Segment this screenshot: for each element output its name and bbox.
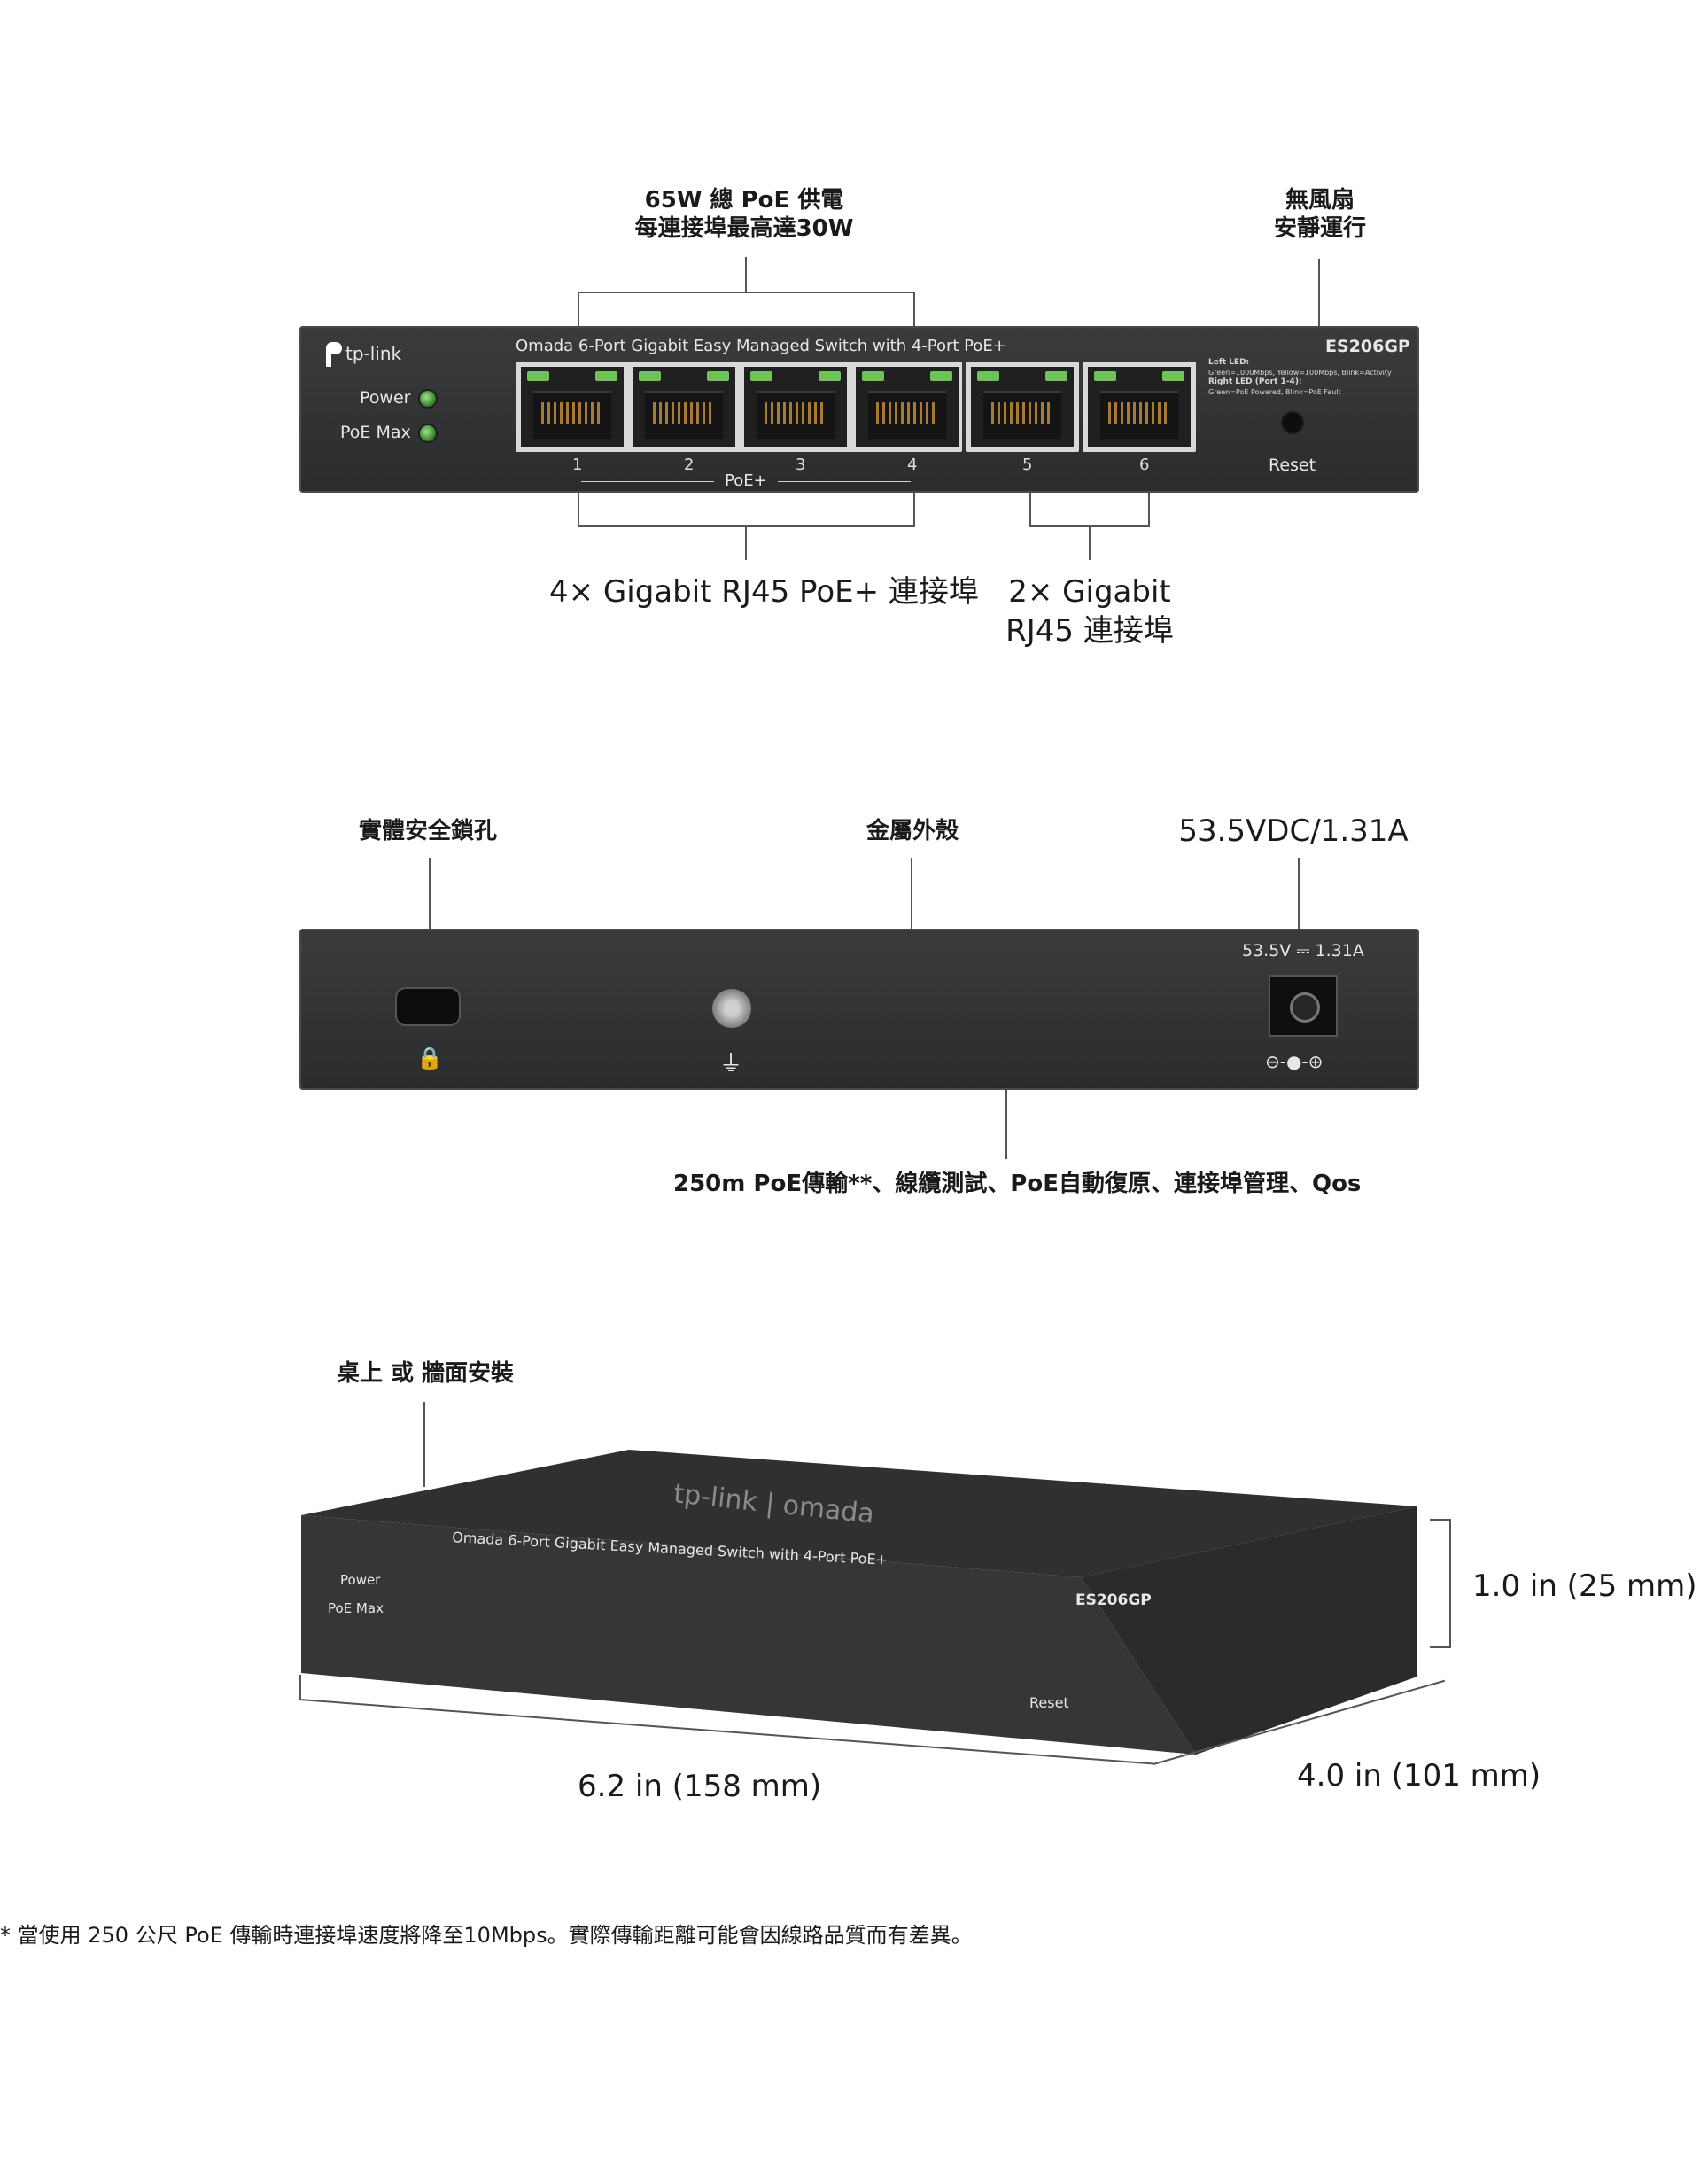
poemax-label: PoE Max bbox=[340, 423, 411, 442]
poe-group-line-left bbox=[581, 481, 714, 482]
port-number-3: 3 bbox=[796, 455, 806, 474]
gigabit-ports-line1: 2× Gigabit bbox=[1008, 574, 1171, 610]
metal-case-leader bbox=[911, 858, 912, 929]
metal-case-callout: 金屬外殼 bbox=[866, 818, 959, 844]
poe-budget-bracket-top bbox=[578, 292, 914, 293]
power-input-callout: 53.5VDC/1.31A bbox=[1178, 813, 1409, 849]
port-number-2: 2 bbox=[684, 455, 695, 474]
mounting-leader bbox=[423, 1402, 425, 1487]
poemax-led bbox=[418, 424, 438, 443]
fanless-line2: 安靜運行 bbox=[1273, 215, 1366, 242]
tp-link-logo-icon bbox=[319, 340, 342, 367]
poe-budget-line1: 65W 總 PoE 供電 bbox=[644, 187, 844, 214]
port-6[interactable] bbox=[1088, 367, 1191, 447]
port-2[interactable] bbox=[633, 367, 735, 447]
poe-ports-leader bbox=[745, 526, 747, 560]
reset-label-3d: Reset bbox=[1029, 1694, 1069, 1711]
switch-top-face bbox=[301, 1450, 1417, 1577]
port-5[interactable] bbox=[971, 367, 1074, 447]
poe-ports-bracket-left bbox=[578, 493, 579, 526]
gigabit-ports-bracket-left bbox=[1029, 493, 1031, 526]
dc-power-jack[interactable] bbox=[1269, 975, 1338, 1037]
switch-front-panel: tp-link Power PoE Max Omada 6-Port Gigab… bbox=[299, 326, 1419, 493]
port-4[interactable] bbox=[856, 367, 959, 447]
poe-ports-callout: 4× Gigabit RJ45 PoE+ 連接埠 bbox=[549, 572, 979, 611]
poe-group-line-right bbox=[778, 481, 911, 482]
mounting-callout: 桌上 或 牆面安裝 bbox=[336, 1360, 515, 1387]
led-legend-left-title: Left LED: bbox=[1208, 358, 1250, 367]
poe-budget-bracket-left bbox=[578, 292, 579, 336]
poe-budget-leader bbox=[745, 257, 747, 292]
lock-icon: 🔒 bbox=[416, 1046, 443, 1070]
gigabit-ports-callout: 2× Gigabit RJ45 連接埠 bbox=[983, 572, 1196, 650]
gigabit-ports-line2: RJ45 連接埠 bbox=[1005, 613, 1174, 649]
product-title: Omada 6-Port Gigabit Easy Managed Switch… bbox=[516, 337, 1006, 355]
reset-label: Reset bbox=[1269, 455, 1316, 475]
power-led bbox=[418, 389, 438, 409]
model-label-3d: ES206GP bbox=[1075, 1591, 1152, 1609]
kensington-lock-slot[interactable] bbox=[395, 987, 461, 1026]
fanless-leader bbox=[1318, 259, 1320, 331]
tp-link-logo: tp-link bbox=[319, 340, 401, 367]
lock-slot-leader bbox=[429, 858, 431, 982]
model-label: ES206GP bbox=[1325, 337, 1410, 356]
gigabit-ports-bracket-right bbox=[1148, 493, 1150, 526]
poe-budget-callout: 65W 總 PoE 供電 每連接埠最高達30W bbox=[585, 186, 904, 243]
port-number-1: 1 bbox=[572, 455, 583, 474]
poe-budget-line2: 每連接埠最高達30W bbox=[634, 215, 854, 242]
port-5-frame bbox=[966, 362, 1079, 452]
features-callout: 250m PoE傳輸**、線纜測試、PoE自動復原、連接埠管理、Qos bbox=[673, 1171, 1362, 1197]
port-number-6: 6 bbox=[1139, 455, 1150, 474]
depth-dimension: 4.0 in (101 mm) bbox=[1297, 1758, 1541, 1794]
width-dim-left bbox=[299, 1675, 301, 1700]
lock-slot-callout: 實體安全鎖孔 bbox=[358, 818, 497, 844]
features-leader bbox=[1005, 1090, 1007, 1159]
height-dim-vert bbox=[1449, 1519, 1451, 1648]
port-6-frame bbox=[1083, 362, 1196, 452]
port-1[interactable] bbox=[521, 367, 624, 447]
height-dim-bottom bbox=[1430, 1646, 1451, 1648]
poe-ports-text: 4× Gigabit RJ45 PoE+ 連接埠 bbox=[549, 574, 979, 610]
switch-front-face bbox=[301, 1515, 1196, 1755]
fanless-callout: 無風扇 安靜運行 bbox=[1240, 186, 1400, 243]
ground-screw bbox=[712, 989, 751, 1028]
polarity-icon: ⊖-●-⊕ bbox=[1265, 1051, 1324, 1072]
port-number-5: 5 bbox=[1022, 455, 1033, 474]
switch-3d-view bbox=[301, 1450, 1417, 1755]
poe-budget-bracket-right bbox=[913, 292, 915, 336]
footnote: * 當使用 250 公尺 PoE 傳輸時連接埠速度將降至10Mbps。實際傳輸距… bbox=[0, 1923, 973, 1948]
switch-rear-panel: 🔒 ⏚ 53.5V ⎓ 1.31A ⊖-●-⊕ bbox=[299, 929, 1419, 1090]
width-dimension: 6.2 in (158 mm) bbox=[578, 1769, 822, 1804]
port-number-4: 4 bbox=[907, 455, 918, 474]
power-label: Power bbox=[360, 388, 411, 408]
poe-ports-bracket-right bbox=[913, 493, 915, 526]
brand-text: tp-link bbox=[345, 343, 402, 364]
height-dimension: 1.0 in (25 mm) bbox=[1472, 1568, 1697, 1604]
led-legend: Left LED: Green=1000Mbps, Yellow=100Mbps… bbox=[1208, 358, 1417, 397]
power-input-leader bbox=[1298, 858, 1300, 932]
port-3[interactable] bbox=[744, 367, 847, 447]
poe-group-label: PoE+ bbox=[725, 471, 767, 490]
reset-button[interactable] bbox=[1281, 411, 1304, 434]
led-legend-right-title: Right LED (Port 1-4): bbox=[1208, 377, 1302, 386]
poe-port-block bbox=[516, 362, 962, 452]
height-dim-top bbox=[1430, 1519, 1451, 1521]
led-legend-right-desc: Green=PoE Powered, Blink=PoE Fault bbox=[1208, 388, 1341, 396]
ground-icon: ⏚ bbox=[719, 1051, 743, 1078]
led-legend-left-desc: Green=1000Mbps, Yellow=100Mbps, Blink=Ac… bbox=[1208, 369, 1392, 377]
power-rating-label: 53.5V ⎓ 1.31A bbox=[1242, 941, 1364, 961]
fanless-line1: 無風扇 bbox=[1285, 187, 1355, 214]
power-label-3d: Power bbox=[340, 1572, 381, 1588]
poemax-label-3d: PoE Max bbox=[328, 1600, 384, 1616]
gigabit-ports-leader bbox=[1089, 526, 1091, 560]
switch-side-face bbox=[1081, 1506, 1417, 1755]
